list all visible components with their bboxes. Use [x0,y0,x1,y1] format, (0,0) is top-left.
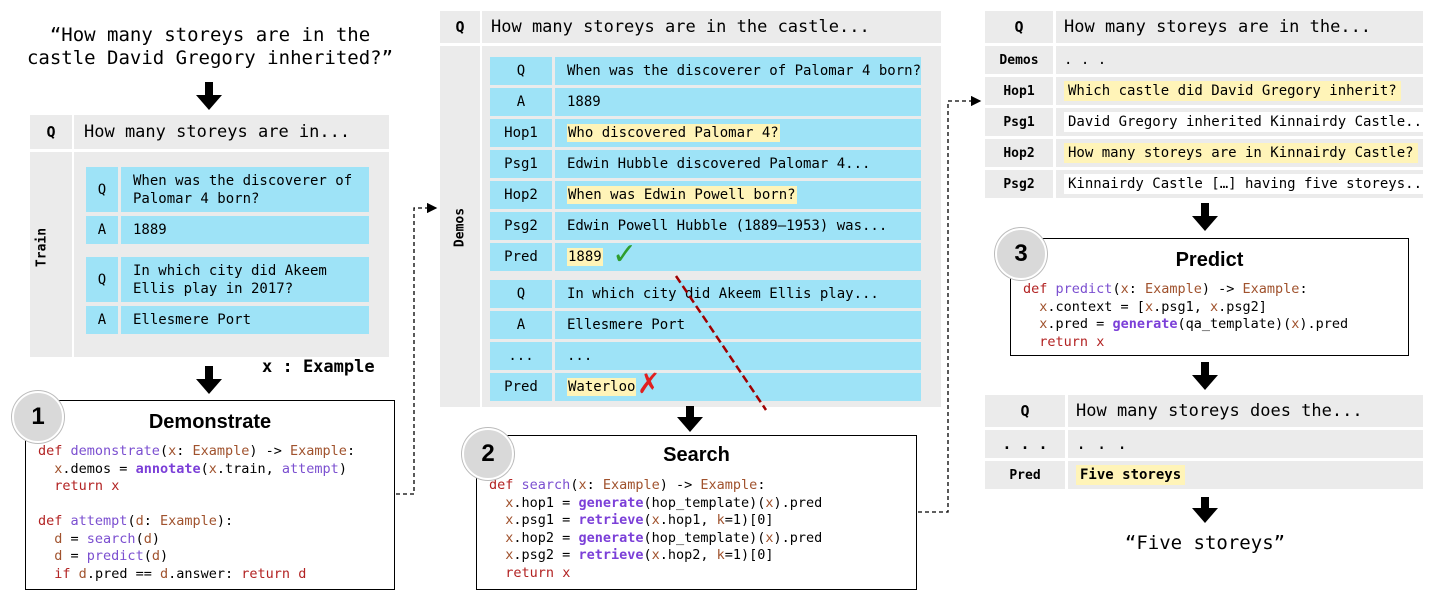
final-answer: “Five storeys” [1124,532,1286,554]
demo1-row-text: 1889 [555,88,921,116]
arrow-down-3 [677,406,703,432]
middle-q-text: How many storeys are in the castle... [482,11,941,43]
arrow-down-4 [1192,203,1218,231]
demo1-row-text: Who discovered Palomar 4? [555,119,921,147]
demo2-row-label-pred: Pred [490,373,552,401]
right-bottom-row-label: Pred [985,461,1065,489]
demo1-row-label-psg2: Psg2 [490,212,552,240]
right-row-label-hop2: Hop2 [985,139,1053,167]
demonstrate-box: Demonstrate def demonstrate(x: Example) … [25,400,395,590]
demos-label: Demos [452,207,468,248]
train-ex1-q-label: Q [86,167,118,212]
check-icon: ✓ [612,237,638,272]
right-row-label-hop1: Hop1 [985,77,1053,105]
step-1-badge: 1 [12,391,64,443]
train-ex1-a-label: A [86,216,118,244]
left-q-text: How many storeys are in... [74,115,389,149]
right-row-text-demos: . . . [1056,46,1423,74]
right-bottom-row-text: Five storeys [1068,461,1423,489]
demo2-row-label-q: Q [490,280,552,308]
demo1-row-label-pred: Pred [490,243,552,271]
demo1-row-label-q: Q [490,57,552,85]
predict-code: def predict(x: Example) -> Example: x.co… [1023,281,1349,350]
right-row-text-psg1: David Gregory inherited Kinnairdy Castle… [1056,108,1423,136]
search-title: Search [663,444,730,466]
demo2-row-text: Ellesmere Port [555,311,921,339]
right-row-text-psg2: Kinnairdy Castle […] having five storeys… [1056,170,1423,198]
demo1-row-text: Edwin Hubble discovered Palomar 4... [555,150,921,178]
arrow-down-1 [196,82,222,110]
demo2-row-text: Waterloo [555,373,921,401]
train-ex1-q-text: When was the discoverer of Palomar 4 bor… [121,167,369,212]
demo1-row-text: Edwin Powell Hubble (1889–1953) was... [555,212,921,240]
demo2-row-text: In which city did Akeem Ellis play... [555,280,921,308]
right-bottom-row-label: Q [985,395,1065,427]
dashed-connector-demonstrate-to-demos [396,202,438,495]
train-ex1-a-text: 1889 [121,216,369,244]
demonstrate-code: def demonstrate(x: Example) -> Example: … [38,443,356,582]
x-example-label: x : Example [262,357,375,377]
right-row-label-psg2: Psg2 [985,170,1053,198]
step-3-badge: 3 [995,228,1047,280]
demos-sidebar-divider [480,46,482,407]
demo1-row-text: When was the discoverer of Palomar 4 bor… [555,57,921,85]
cross-icon: ✗ [637,367,661,400]
demo1-row-label-hop2: Hop2 [490,181,552,209]
demo1-row-label-hop1: Hop1 [490,119,552,147]
right-row-label-demos: Demos [985,46,1053,74]
train-ex2-q-label: Q [86,257,118,302]
input-question: “How many storeys are in the castle Davi… [26,24,394,69]
train-label: Train [34,227,50,268]
left-q-label: Q [30,115,72,149]
right-bottom-row-label: . . . [985,430,1065,458]
demonstrate-title: Demonstrate [148,411,272,433]
right-row-text-hop1: Which castle did David Gregory inherit? [1056,77,1423,105]
train-ex2-a-text: Ellesmere Port [121,306,369,334]
train-ex2-a-label: A [86,306,118,334]
right-row-label-psg1: Psg1 [985,108,1053,136]
train-ex2-q-text: In which city did Akeem Ellis play in 20… [121,257,369,302]
right-row-label-q: Q [985,11,1053,43]
right-bottom-row-text: . . . [1068,430,1423,458]
right-row-text-q: How many storeys are in the... [1056,11,1423,43]
demo2-row-label-a: A [490,311,552,339]
arrow-down-5 [1192,362,1218,390]
demo2-row-text: ... [555,342,921,370]
demo1-row-label-a: A [490,88,552,116]
right-row-text-hop2: How many storeys are in Kinnairdy Castle… [1056,139,1423,167]
arrow-down-2 [196,366,222,394]
demo2-row-label-: ... [490,342,552,370]
search-box: Search def search(x: Example) -> Example… [476,435,917,590]
arrow-down-6 [1192,497,1218,523]
middle-q-label: Q [440,11,480,43]
step-2-badge: 2 [462,428,514,480]
predict-box: Predict def predict(x: Example) -> Examp… [1010,238,1409,356]
predict-title: Predict [1175,249,1244,271]
demo1-row-text: 1889 [555,243,921,271]
demo1-row-text: When was Edwin Powell born? [555,181,921,209]
right-bottom-row-text: How many storeys does the... [1068,395,1423,427]
demo1-row-label-psg1: Psg1 [490,150,552,178]
train-sidebar-divider [72,152,74,357]
search-code: def search(x: Example) -> Example: x.hop… [489,477,823,581]
